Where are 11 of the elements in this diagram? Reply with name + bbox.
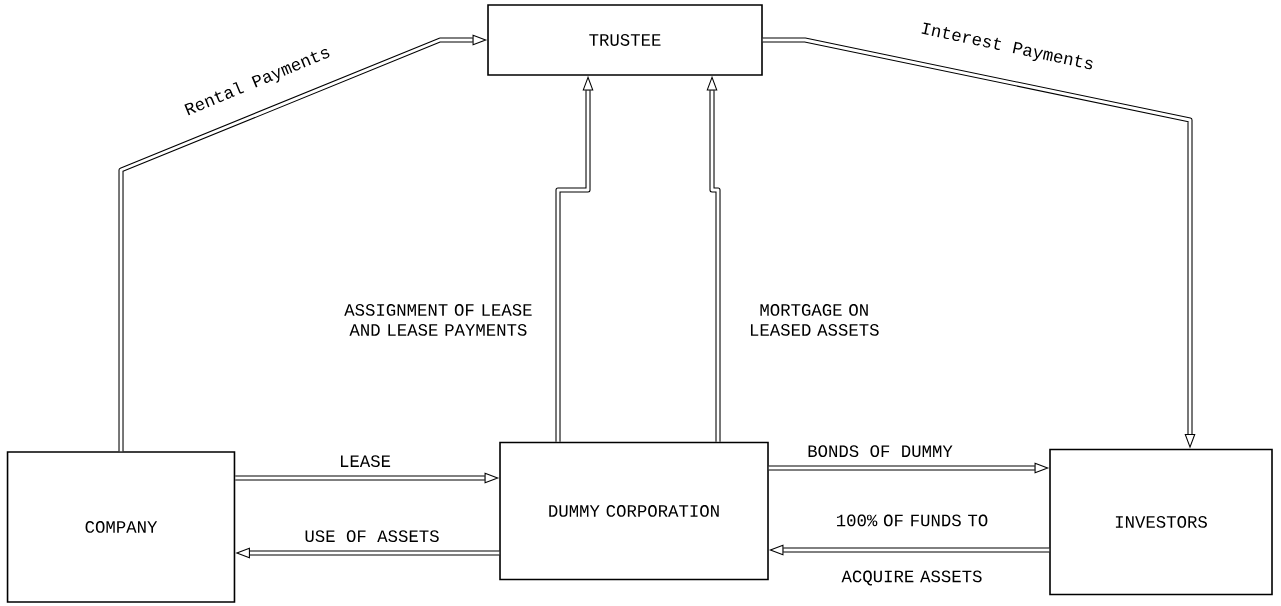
edge-label: MORTGAGE ON LEASED ASSETS	[751, 304, 879, 336]
process-box: COMPANY	[6, 451, 236, 603]
process-box: DUMMY CORPORATION	[499, 441, 769, 581]
process-box: TRUSTEE	[487, 4, 763, 76]
process-box: INVESTORS	[1049, 448, 1273, 596]
edge-label: ASSIGNMENT OF LEASE AND LEASE PAYMENTS	[344, 304, 532, 336]
edge-label: Interest Payments	[921, 22, 1093, 70]
edge-label: 100% OF FUNDS TO ACQUIRE ASSETS	[837, 514, 988, 586]
edge-label: BONDS OF DUMMY	[808, 445, 953, 458]
edge-label: LEASE	[341, 455, 391, 468]
edge-label: USE OF ASSETS	[305, 530, 439, 543]
